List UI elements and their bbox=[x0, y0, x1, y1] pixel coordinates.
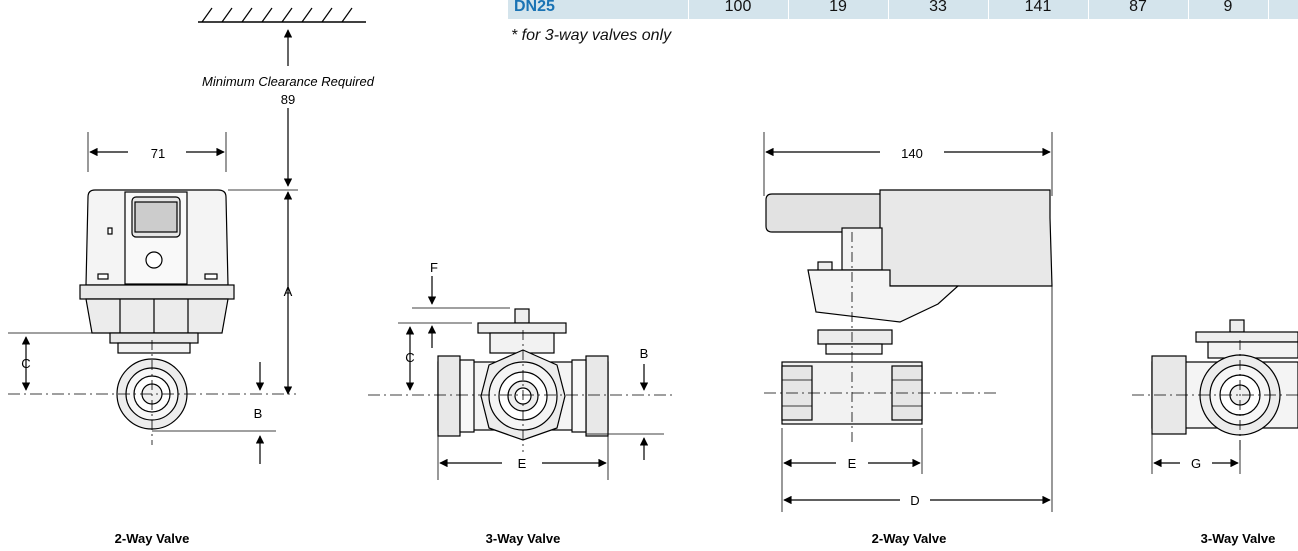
table-divider bbox=[788, 0, 789, 19]
caption-2way-front: 2-Way Valve bbox=[114, 531, 190, 546]
ceiling-hatch bbox=[198, 7, 366, 23]
dimension-e-label-side: E bbox=[848, 456, 857, 471]
dimension-c-label-3way: C bbox=[405, 350, 414, 365]
table-divider bbox=[1088, 0, 1089, 19]
actuator-base bbox=[79, 284, 235, 300]
table-divider bbox=[688, 0, 689, 19]
actuator-body-side bbox=[879, 189, 1053, 287]
table-cell: 141 bbox=[1024, 0, 1052, 15]
clearance-label: Minimum Clearance Required bbox=[202, 74, 375, 89]
table-divider bbox=[988, 0, 989, 19]
table-cell: 100 bbox=[724, 0, 752, 15]
dimension-table-row: DN25 100 19 33 141 87 9 4 bbox=[508, 0, 1298, 19]
table-row-label: DN25 bbox=[514, 0, 555, 15]
dimension-d-label: D bbox=[910, 493, 919, 508]
table-cell: 33 bbox=[929, 0, 947, 15]
table-cell: 87 bbox=[1129, 0, 1147, 15]
dimension-b-label-3way: B bbox=[640, 346, 649, 361]
table-cell: 19 bbox=[829, 0, 847, 15]
dimension-f-label-3way: F bbox=[430, 260, 438, 275]
table-cell: 9 bbox=[1223, 0, 1233, 15]
dimension-c-label: C bbox=[21, 356, 30, 371]
dimension-b-label: B bbox=[254, 406, 263, 421]
two-way-valve-front-view bbox=[8, 7, 366, 464]
caption-2way-side: 2-Way Valve bbox=[871, 531, 947, 546]
dimension-71-label: 71 bbox=[151, 146, 165, 161]
dimension-140-label: 140 bbox=[901, 146, 923, 161]
caption-3way-front: 3-Way Valve bbox=[485, 531, 561, 546]
two-way-valve-side-view bbox=[763, 132, 1053, 512]
table-divider bbox=[1268, 0, 1269, 19]
dimension-g-label: G bbox=[1191, 456, 1201, 471]
table-divider bbox=[1188, 0, 1189, 19]
dimension-a-label: A bbox=[284, 284, 293, 299]
table-divider bbox=[888, 0, 889, 19]
three-way-valve-side-view bbox=[1132, 319, 1298, 474]
footnote: * for 3-way valves only bbox=[511, 27, 672, 44]
dimension-e-label-3way: E bbox=[518, 456, 527, 471]
valve-lever bbox=[765, 193, 883, 233]
clearance-value: 89 bbox=[281, 92, 295, 107]
caption-3way-side: 3-Way Valve bbox=[1200, 531, 1276, 546]
three-way-valve-front-view bbox=[368, 276, 676, 480]
